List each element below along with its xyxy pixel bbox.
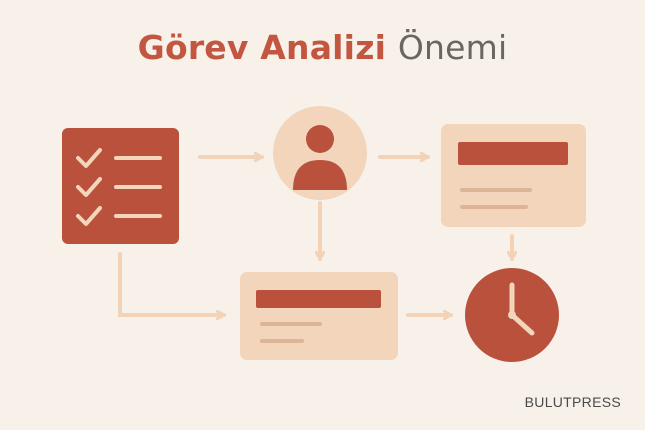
clock-icon xyxy=(465,268,559,362)
title-part-2: Önemi xyxy=(397,28,508,67)
page-title: Görev Analizi Önemi xyxy=(0,28,645,67)
arrow-checklist-to-bottom-card xyxy=(118,252,226,315)
user-icon xyxy=(273,106,367,200)
title-part-1: Görev Analizi xyxy=(137,28,387,67)
brand-label: BULUTPRESS xyxy=(524,394,621,410)
info-card-bottom xyxy=(240,272,398,360)
info-card-top xyxy=(441,124,586,227)
checklist-icon xyxy=(62,128,179,244)
